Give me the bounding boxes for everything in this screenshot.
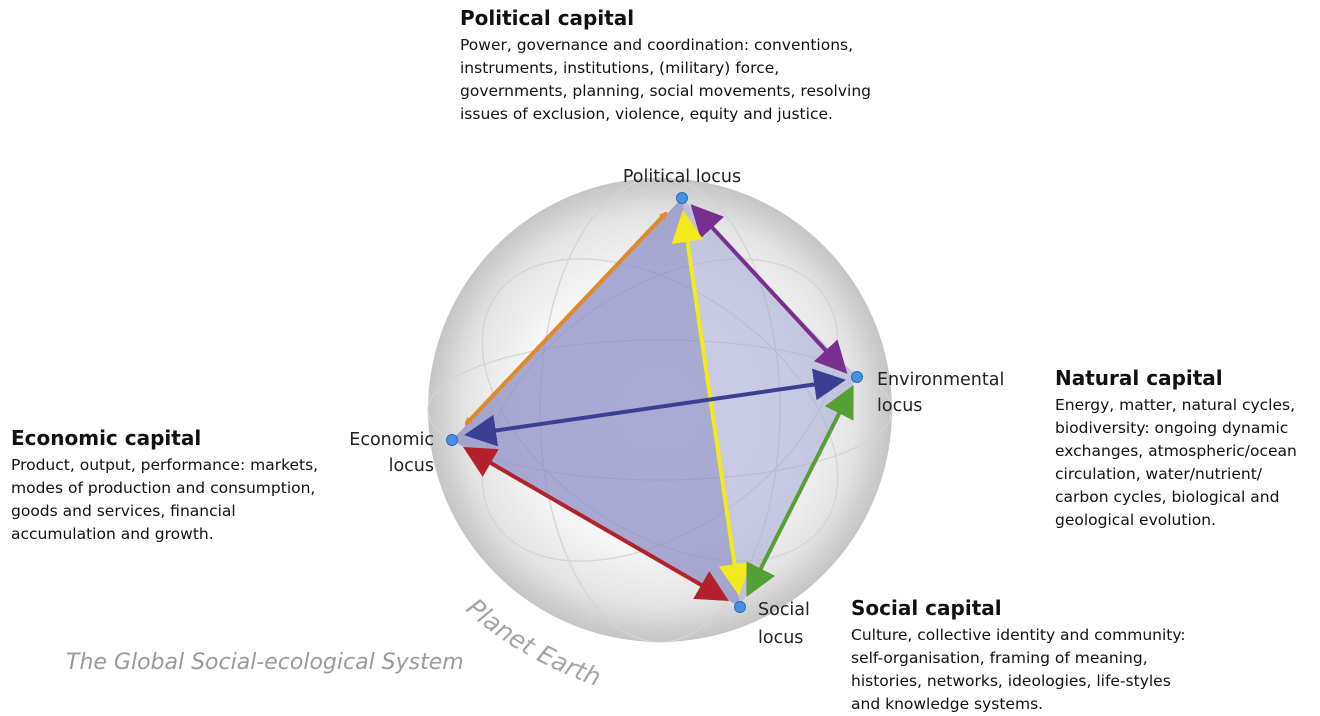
environmental-locus-label-line1: Environmental: [877, 370, 1004, 390]
economic-capital-block: Economic capital Product, output, perfor…: [11, 426, 351, 546]
political-locus-dot: [676, 192, 688, 204]
political-capital-title: Political capital: [460, 6, 635, 30]
economic-capital-text: Product, output, performance: markets, m…: [11, 456, 319, 543]
natural-capital-text: Energy, matter, natural cycles, biodiver…: [1055, 396, 1297, 529]
economic-locus-label-line2: locus: [389, 456, 434, 476]
economic-locus-label-line1: Economic: [349, 430, 434, 450]
natural-capital-block: Natural capital Energy, matter, natural …: [1055, 366, 1320, 532]
environmental-social-arrow: [746, 384, 854, 598]
social-capital-text: Culture, collective identity and communi…: [851, 626, 1186, 713]
natural-capital-title: Natural capital: [1055, 366, 1223, 390]
political-locus-label: Political locus: [623, 167, 741, 187]
political-capital-text: Power, governance and coordination: conv…: [460, 36, 871, 123]
social-locus-dot: [734, 601, 746, 613]
environmental-locus-label-line2: locus: [877, 396, 922, 416]
social-capital-title: Social capital: [851, 596, 1002, 620]
economic-capital-title: Economic capital: [11, 426, 202, 450]
social-locus-label-line2: locus: [758, 628, 803, 648]
political-capital-block: Political capital Power, governance and …: [460, 6, 920, 126]
system-label: The Global Social-ecological System: [66, 650, 464, 675]
social-capital-block: Social capital Culture, collective ident…: [851, 596, 1211, 716]
social-locus-label-line1: Social: [758, 600, 810, 620]
economic-locus-dot: [446, 434, 458, 446]
economic-social-arrow: [463, 446, 729, 602]
environmental-locus-dot: [851, 371, 863, 383]
